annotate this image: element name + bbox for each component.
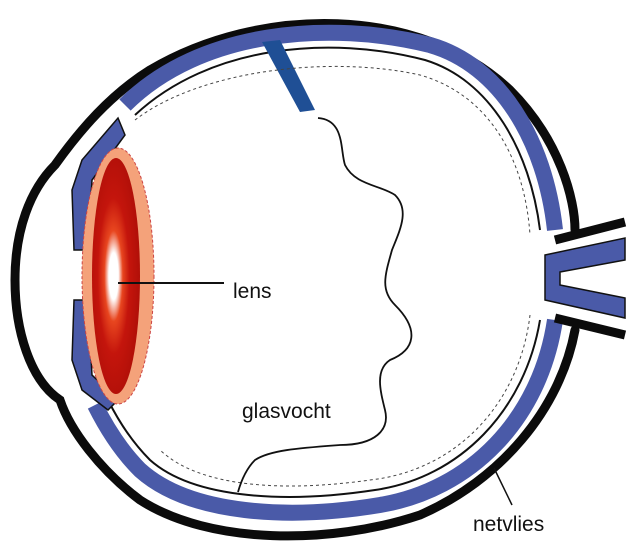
retina-pointer-line <box>494 468 512 505</box>
optic-nerve <box>545 238 625 318</box>
face-silhouette <box>238 118 411 492</box>
choroid-inner-line <box>108 48 540 497</box>
label-vitreous: glasvocht <box>242 400 331 423</box>
vitreous-boundary <box>135 66 530 486</box>
label-lens: lens <box>233 280 272 303</box>
optic-nerve-sheath <box>555 222 625 335</box>
ciliary-segment <box>262 40 315 112</box>
choroid-band <box>95 33 555 513</box>
lens-body <box>92 158 140 394</box>
label-retina: netvlies <box>473 513 544 536</box>
